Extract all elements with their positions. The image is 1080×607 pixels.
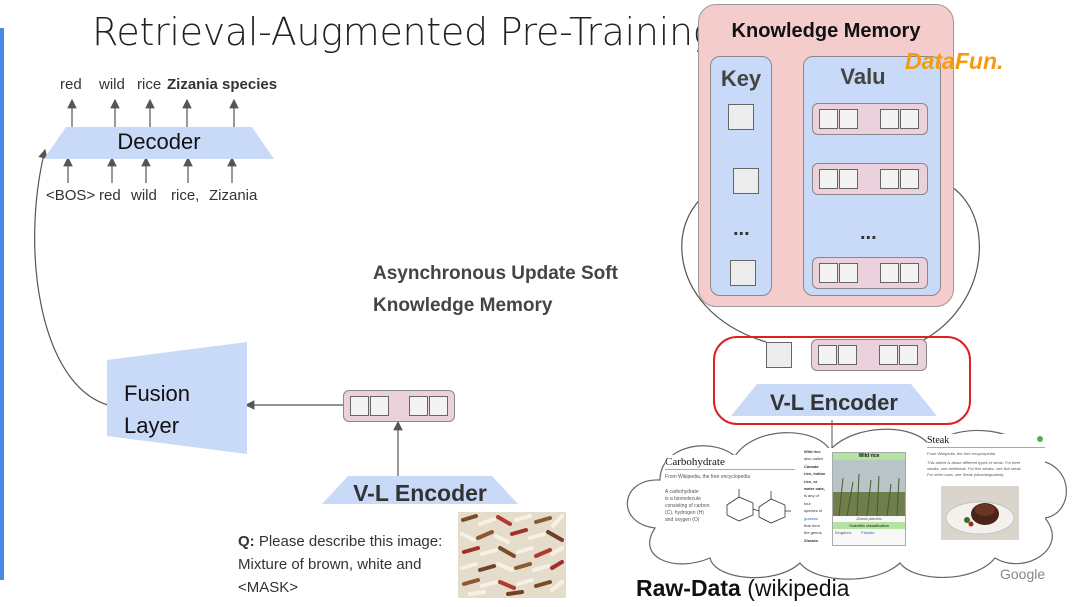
value-label: Valu (840, 64, 886, 89)
slide-title: Retrieval-Augmented Pre-Training (92, 10, 716, 54)
knowledge-memory-title: Knowledge Memory (731, 20, 921, 42)
wiki-card-text: is any of (804, 493, 819, 499)
raw-data-caption: Raw-Data (wikipedia (636, 575, 849, 602)
raw-data-rest: (wikipedia (740, 575, 850, 601)
value-vector (812, 163, 928, 195)
wiki-card-text: rice, or (804, 478, 818, 484)
question-prefix: Q: (238, 533, 255, 550)
fusion-layer-label: Fusion Layer (124, 378, 190, 442)
infobox-kingdom-value: Plantae (861, 530, 875, 535)
wiki-card-text: Zizania. (804, 537, 819, 543)
decoder-input-token: Zizania (209, 187, 258, 204)
wiki-card-text: is a biomolecule (665, 496, 701, 502)
infobox-kingdom-label: Kingdom: (835, 530, 852, 535)
wiki-card-text: the genus (804, 530, 822, 536)
google-watermark: Google (1000, 566, 1046, 582)
wiki-card-text: also called (804, 456, 823, 462)
decoder-input-token: red (99, 187, 121, 204)
key-label: Key (720, 66, 762, 91)
wiki-card-text: For other uses, see Steak (disambiguatio… (927, 472, 1005, 477)
wiki-card-text: Canada (804, 463, 819, 469)
wiki-card-title: Steak (927, 434, 1045, 448)
wiki-card-text: water oats, (804, 486, 825, 492)
value-ellipsis: ... (860, 222, 877, 244)
value-vector (812, 257, 928, 289)
wild-rice-infobox: Wild rice Zizania palustris Scientific c… (832, 452, 906, 546)
decoder-output-token: red (60, 76, 82, 93)
wiki-card-wild-rice: Wild rice also called Canada rice, India… (804, 448, 908, 548)
wiki-card-text: (C), hydrogen (H) (665, 510, 704, 516)
decoder-input-token: rice, (171, 187, 200, 204)
encoder-highlight-outline (713, 336, 971, 425)
rice-image (458, 512, 566, 598)
left-accent-bar (0, 28, 4, 580)
key-cell (728, 104, 754, 130)
wiki-card-text: species of (804, 508, 823, 514)
vl-encoder-left-label: V-L Encoder (353, 480, 487, 506)
encoded-value-vector (811, 339, 927, 371)
decoder-output-token: rice (137, 76, 162, 93)
decoder-output-token: Zizania species (167, 76, 278, 93)
wiki-card-steak: Steak From Wikipedia, the free encyclope… (927, 434, 1045, 544)
infobox-caption: Zizania palustris (856, 517, 882, 521)
async-note-line: Knowledge Memory (373, 295, 553, 316)
fused-vector (343, 390, 455, 422)
wiki-card-text: that form (804, 523, 820, 529)
wiki-card-text: and oxygen (O) (665, 517, 700, 523)
vl-encoder-right-block (731, 384, 937, 416)
wiki-card-text: grasses (804, 515, 819, 521)
wiki-card-title: Carbohydrate (665, 455, 795, 470)
wiki-status-icon (1037, 436, 1043, 442)
raw-data-bold: Raw-Data (636, 575, 741, 601)
vl-encoder-right-label: V-L Encoder (770, 390, 898, 415)
async-update-note: Asynchronous Update Soft Knowledge Memor… (373, 258, 618, 322)
wiki-card-text: consisting of carbon (665, 503, 710, 509)
fusion-layer-block (107, 342, 247, 454)
fusion-label-line: Layer (124, 413, 180, 438)
fusion-label-line: Fusion (124, 381, 191, 406)
question-line: <MASK> (238, 579, 299, 596)
question-line: Mixture of brown, white and (238, 556, 422, 573)
key-cell (730, 260, 756, 286)
infobox-title: Wild rice (833, 453, 905, 460)
decoder-input-token: wild (131, 187, 157, 204)
key-ellipsis: ... (733, 218, 750, 240)
decoder-input-token: <BOS> (46, 187, 96, 204)
value-vector (812, 103, 928, 135)
wiki-card-text: four (804, 500, 811, 506)
key-cell (733, 168, 759, 194)
molecule-diagram (726, 489, 791, 524)
wiki-card-text: Wild rice (804, 449, 821, 454)
wiki-card-text: steaks, see beefsteak. For fish steaks, … (927, 466, 1022, 471)
question-text: Q: Please describe this image: Mixture o… (238, 530, 442, 599)
wiki-card-subtitle: From Wikipedia, the free encyclopedia (665, 474, 751, 480)
infobox-classification: Scientific classification (833, 522, 905, 529)
decoder-block (44, 127, 274, 159)
wiki-card-text: rice, Indian (804, 471, 826, 477)
wiki-card-text: This article is about different types of… (927, 460, 1020, 465)
steak-photo (941, 486, 1019, 540)
question-line: Please describe this image: (254, 533, 443, 550)
wild-rice-photo (833, 460, 905, 516)
decoder-label: Decoder (117, 129, 201, 154)
vl-encoder-left-block (322, 476, 518, 504)
encoded-key-cell (766, 342, 792, 368)
wiki-card-carbohydrate: Carbohydrate From Wikipedia, the free en… (665, 455, 795, 545)
wiki-card-subtitle: From Wikipedia, the free encyclopedia (927, 451, 996, 456)
wiki-card-text: A carbohydrate (665, 489, 699, 495)
decoder-output-token: wild (99, 76, 125, 93)
datafun-logo: DataFun. (905, 48, 1004, 74)
async-note-line: Asynchronous Update Soft (373, 263, 618, 284)
